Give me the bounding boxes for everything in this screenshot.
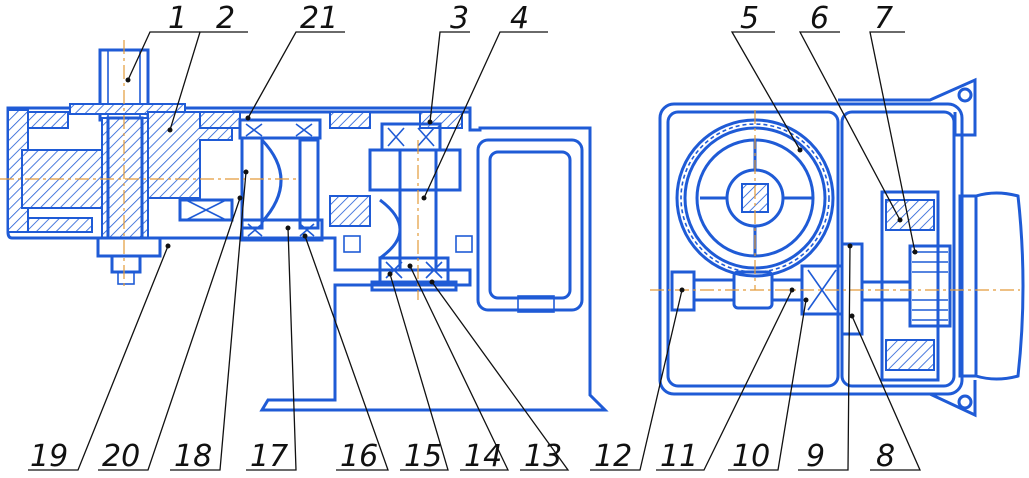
callout-20: 20	[102, 439, 140, 474]
callout-10: 10	[732, 439, 770, 474]
callout-9: 9	[806, 439, 825, 474]
callout-13: 13	[524, 439, 562, 474]
callout-14: 14	[464, 439, 502, 474]
callout-8: 8	[876, 439, 895, 474]
callout-16: 16	[340, 439, 378, 474]
callout-21: 21	[300, 1, 338, 36]
top-leaders	[125, 31, 918, 255]
left-section-view	[0, 40, 609, 412]
callout-6: 6	[810, 1, 829, 36]
callout-7: 7	[874, 1, 893, 36]
callout-4: 4	[510, 1, 529, 36]
callout-18: 18	[174, 439, 212, 474]
callout-2: 2	[216, 1, 235, 36]
callout-19: 19	[30, 439, 68, 474]
callout-12: 12	[594, 439, 632, 474]
callout-17: 17	[250, 439, 288, 474]
callout-5: 5	[740, 1, 759, 36]
bottom-leaders	[28, 169, 921, 471]
right-section-view	[650, 77, 1025, 418]
callout-3: 3	[450, 1, 469, 36]
callout-15: 15	[404, 439, 442, 474]
callout-11: 11	[660, 439, 698, 474]
callout-1: 1	[168, 1, 187, 36]
